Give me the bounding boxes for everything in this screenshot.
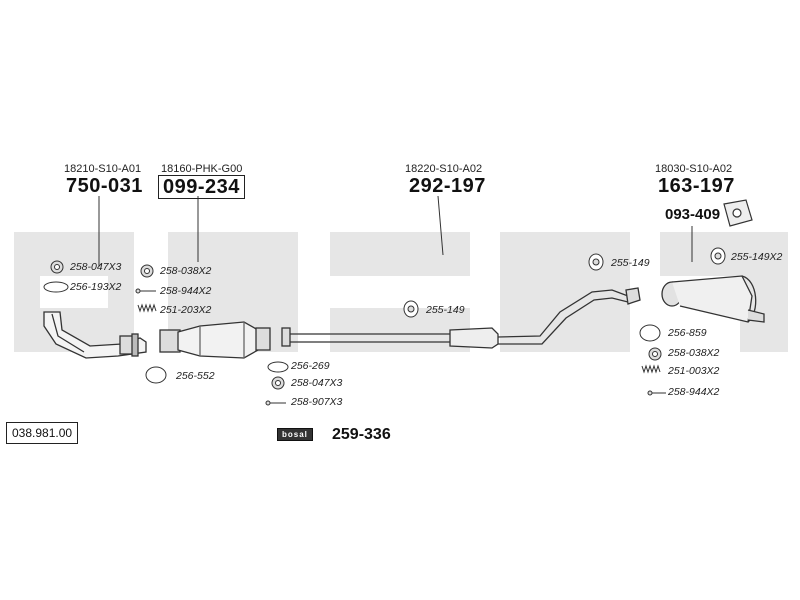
fitting-code[interactable]: 255-149X2: [731, 251, 783, 263]
fitting-code[interactable]: 256-193X2: [70, 281, 122, 293]
fitting-code[interactable]: 258-907X3: [291, 396, 343, 408]
rear-silencer-graphic: [661, 275, 765, 323]
hanger-icon: [403, 300, 419, 318]
fitting-code[interactable]: 255-149: [426, 304, 465, 316]
catalyst-oem-number: 18160-PHK-G00: [161, 163, 243, 175]
rear-silencer-oem-number: 18030-S10-A02: [655, 163, 733, 175]
fitting-code[interactable]: 256-552: [176, 370, 215, 382]
fitting-code[interactable]: 251-003X2: [668, 365, 720, 377]
gasket-icon: [43, 281, 69, 293]
front-pipe-oem-number: 18210-S10-A01: [64, 163, 142, 175]
brand-logo: bosal: [277, 428, 313, 441]
fitting-code[interactable]: 258-944X2: [160, 285, 212, 297]
gasket-icon: [145, 366, 167, 384]
middle-pipe-part-number[interactable]: 292-197: [409, 175, 486, 197]
rear-silencer-part-number[interactable]: 163-197: [658, 175, 735, 197]
bracket-graphic: [723, 199, 753, 227]
fitting-code[interactable]: 256-859: [668, 327, 707, 339]
fitting-code[interactable]: 258-944X2: [668, 386, 720, 398]
bracket-part-number[interactable]: 093-409: [665, 206, 721, 223]
gasket-icon: [267, 361, 289, 373]
hanger-icon: [588, 253, 604, 271]
bolt-icon: [265, 400, 286, 406]
nut-icon: [271, 376, 285, 390]
fitting-code[interactable]: 251-203X2: [160, 304, 212, 316]
fitting-code[interactable]: 258-038X2: [668, 347, 720, 359]
catalyst-graphic: [159, 321, 271, 359]
fitting-code[interactable]: 258-038X2: [160, 265, 212, 277]
bolt-icon: [135, 288, 156, 294]
middle-pipe-oem-number: 18220-S10-A02: [405, 163, 483, 175]
nut-icon: [140, 264, 154, 278]
fitting-code[interactable]: 258-047X3: [70, 261, 122, 273]
nut-icon: [648, 347, 662, 361]
spring-icon: [641, 364, 661, 374]
mounting-kit-number[interactable]: 259-336: [332, 426, 391, 443]
catalog-number: 038.981.00: [6, 422, 79, 444]
fitting-code[interactable]: 255-149: [611, 257, 650, 269]
nut-icon: [50, 260, 64, 274]
bolt-icon: [647, 390, 666, 396]
fitting-code[interactable]: 258-047X3: [291, 377, 343, 389]
front-pipe-graphic: [43, 311, 147, 359]
middle-pipe-graphic: [281, 287, 641, 349]
leader-line-middle-pipe: [437, 195, 444, 256]
catalyst-part-number[interactable]: 099-234: [158, 175, 245, 199]
front-pipe-part-number[interactable]: 750-031: [66, 175, 143, 197]
gasket-icon: [639, 324, 661, 342]
spring-icon: [137, 303, 157, 313]
fitting-code[interactable]: 256-269: [291, 360, 330, 372]
hanger-icon: [710, 247, 726, 265]
